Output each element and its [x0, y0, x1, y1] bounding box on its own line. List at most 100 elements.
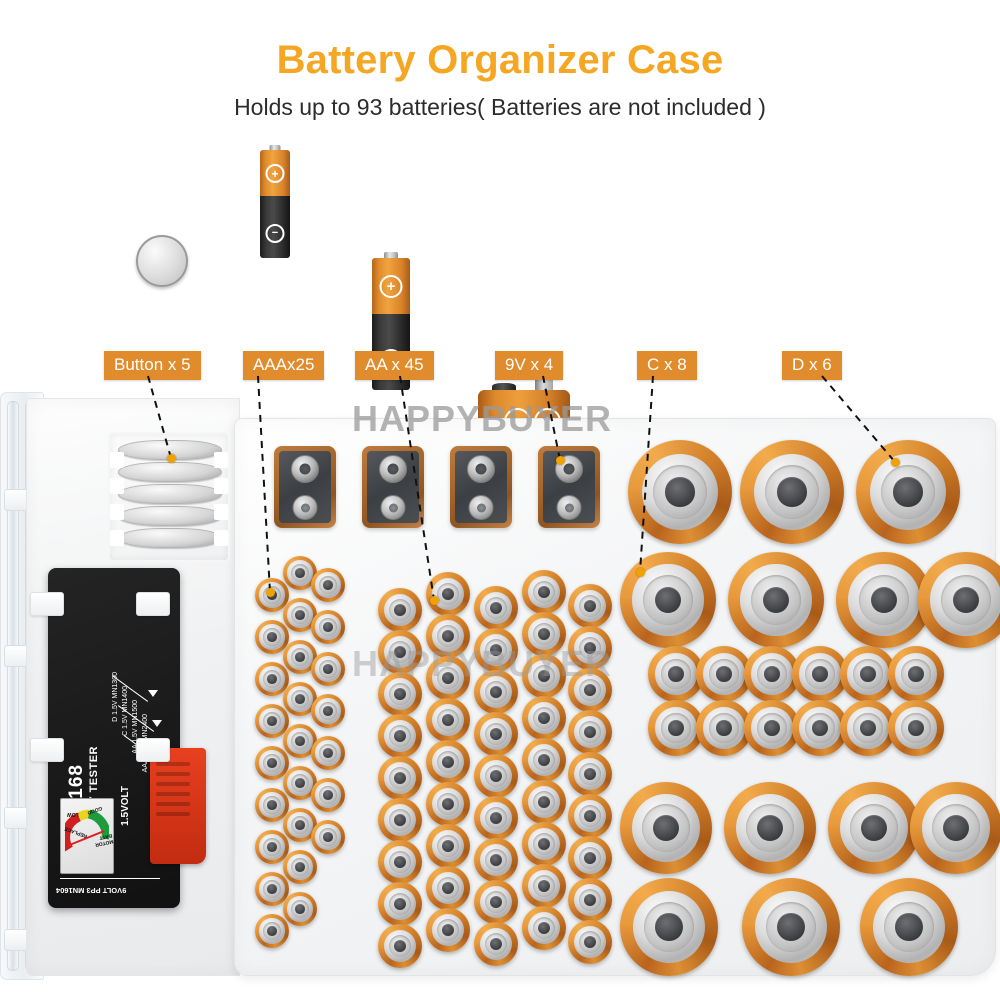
c-battery [792, 700, 848, 766]
battery-terminal-pip [267, 716, 277, 726]
battery-terminal-pip [583, 851, 597, 865]
gauge-label-low: LOW [67, 811, 79, 817]
9v-positive-terminal-icon [467, 455, 495, 483]
aa-battery [568, 584, 612, 636]
button-cell-item [118, 528, 222, 548]
9v-slot [450, 446, 512, 528]
battery-terminal-pip [777, 477, 807, 507]
sample-battery-row: + − + − − + + − [0, 145, 1000, 853]
aa-battery [474, 880, 518, 932]
coin-cell-icon [136, 235, 188, 287]
9v-slot [538, 446, 600, 528]
d-battery [728, 552, 824, 648]
d-battery [910, 782, 1000, 874]
plus-icon: + [265, 164, 285, 183]
d-battery [628, 440, 732, 544]
battery-terminal-pip [757, 815, 783, 841]
d-battery [856, 440, 960, 544]
battery-terminal-pip [583, 893, 597, 907]
positive-nub-icon [269, 145, 281, 151]
slot-rib [214, 530, 228, 546]
callout-label-9v: 9V x 4 [495, 351, 564, 380]
battery-terminal-pip [295, 904, 305, 914]
battery-terminal-pip [861, 815, 887, 841]
tester-red-lever[interactable] [150, 748, 206, 864]
aaa-battery [311, 610, 345, 650]
aa-battery [426, 824, 470, 876]
battery-terminal-pip [537, 585, 551, 599]
battery-terminal-pip [764, 720, 780, 736]
lever-rib [156, 782, 190, 786]
aa-battery [568, 836, 612, 888]
battery-terminal-pip [323, 748, 333, 758]
battery-terminal-pip [537, 921, 551, 935]
slot-rib [110, 504, 124, 520]
aaa-battery [283, 598, 317, 638]
callout-label-aaa: AAAx25 [243, 351, 325, 380]
aa-battery [568, 710, 612, 762]
battery-terminal-pip [441, 587, 455, 601]
battery-terminal-pip [441, 713, 455, 727]
marker-dot-d [891, 458, 900, 467]
aa-battery [568, 920, 612, 972]
aa-battery [426, 782, 470, 834]
aa-battery [474, 922, 518, 974]
tray-clip [30, 738, 64, 762]
battery-terminal-pip [393, 771, 407, 785]
d-battery [828, 782, 920, 874]
aa-battery [568, 668, 612, 720]
aa-battery [474, 838, 518, 890]
slot-rib [110, 478, 124, 494]
tray-clip [30, 592, 64, 616]
battery-terminal-pip [267, 884, 277, 894]
battery-terminal-pip [654, 586, 682, 614]
c-battery [744, 700, 800, 766]
aaa-battery [311, 694, 345, 734]
battery-terminal-pip [295, 862, 305, 872]
aa-battery [474, 586, 518, 638]
battery-terminal-pip [295, 652, 305, 662]
aaa-battery [255, 914, 289, 954]
battery-terminal-pip [295, 820, 305, 830]
battery-terminal-pip [267, 674, 277, 684]
d-battery [724, 782, 816, 874]
tray-clip [136, 592, 170, 616]
lever-rib [156, 812, 190, 816]
battery-terminal-pip [393, 897, 407, 911]
d-battery [860, 878, 958, 976]
tester-divider [60, 878, 160, 879]
battery-terminal-pip [267, 800, 277, 810]
minus-icon: − [265, 224, 285, 243]
battery-terminal-pip [441, 755, 455, 769]
9v-positive-terminal-icon [291, 455, 319, 483]
d-battery [740, 440, 844, 544]
battery-terminal-pip [441, 629, 455, 643]
d-battery [620, 552, 716, 648]
slot-rib [214, 478, 228, 494]
aa-battery [522, 780, 566, 832]
callout-label-c: C x 8 [637, 351, 697, 380]
aa-battery [474, 796, 518, 848]
battery-terminal-pip [267, 926, 277, 936]
aaa-battery [311, 652, 345, 692]
battery-terminal-pip [583, 725, 597, 739]
battery-terminal-pip [764, 666, 780, 682]
slot-rib [214, 504, 228, 520]
battery-terminal-pip [295, 610, 305, 620]
lever-rib [156, 772, 190, 776]
battery-terminal-pip [537, 711, 551, 725]
9v-slot [274, 446, 336, 528]
d-battery [620, 878, 718, 976]
aaa-battery [255, 620, 289, 660]
aa-battery [522, 696, 566, 748]
battery-terminal-pip [668, 666, 684, 682]
c-battery [744, 646, 800, 712]
battery-terminal-pip [393, 687, 407, 701]
button-cell-item [118, 484, 222, 504]
battery-terminal-pip [653, 815, 679, 841]
d-battery [918, 552, 1000, 648]
battery-terminal-pip [893, 477, 923, 507]
battery-terminal-pip [489, 937, 503, 951]
battery-terminal-pip [668, 720, 684, 736]
aa-battery [426, 572, 470, 624]
